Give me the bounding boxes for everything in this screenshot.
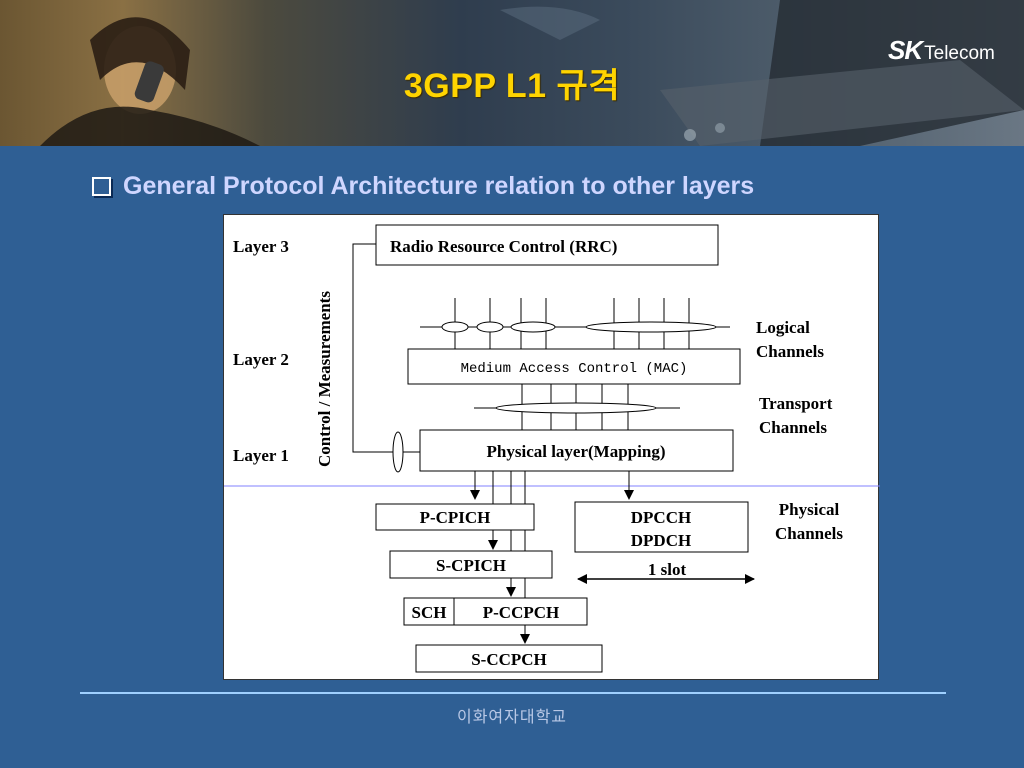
rrc-label: Radio Resource Control (RRC) (390, 237, 617, 256)
physical-label-2: Channels (775, 524, 843, 543)
scpich-label: S-CPICH (436, 556, 506, 575)
footer-divider (80, 692, 946, 694)
transport-label-1: Transport (759, 394, 833, 413)
logical-label-2: Channels (756, 342, 824, 361)
slide-subtitle: General Protocol Architecture relation t… (92, 172, 754, 201)
logical-label-1: Logical (756, 318, 810, 337)
dpcch-dpdch-box (574, 501, 749, 553)
physical-label-1: Physical (779, 500, 840, 519)
pcpich-box (375, 503, 535, 531)
transport-channels (474, 384, 680, 430)
logical-channels (420, 298, 730, 349)
physical-channel-flow (470, 471, 634, 644)
dpcch-label: DPCCH (631, 508, 691, 527)
architecture-diagram: Layer 3 Layer 2 Layer 1 Control / Measur… (223, 214, 880, 680)
banner-photo (40, 0, 1024, 146)
sccpch-box (415, 644, 603, 673)
logo-sk: SK (888, 35, 923, 65)
slide-title: 3GPP L1 규격 (403, 67, 621, 105)
layer1-label: Layer 1 (233, 446, 289, 465)
checkbox-bullet-icon (92, 177, 111, 196)
mac-label: Medium Access Control (MAC) (461, 361, 688, 377)
rrc-box (375, 224, 719, 266)
scpich-box (389, 550, 553, 579)
mac-box (407, 348, 741, 385)
sch-pccpch-box (403, 597, 588, 626)
footer-university: 이화여자대학교 (456, 709, 568, 726)
header-banner: 3GPP L1 규격 SK Telecom (0, 0, 1024, 146)
subtitle-text: General Protocol Architecture relation t… (123, 172, 755, 200)
transport-label-2: Channels (759, 418, 827, 437)
phy-box (419, 429, 734, 472)
pccpch-label: P-CCPCH (483, 603, 559, 622)
phy-label: Physical layer(Mapping) (487, 442, 666, 461)
diagram-canvas: Layer 3 Layer 2 Layer 1 Control / Measur… (224, 224, 880, 673)
layer3-label: Layer 3 (233, 237, 289, 256)
sccpch-label: S-CCPCH (471, 650, 547, 669)
layer2-label: Layer 2 (233, 350, 289, 369)
pcpich-label: P-CPICH (420, 508, 491, 527)
logo-telecom: Telecom (924, 43, 995, 64)
dpdch-label: DPDCH (631, 531, 691, 550)
sch-label: SCH (412, 603, 447, 622)
control-measurements-label: Control / Measurements (315, 291, 334, 467)
control-connector (352, 243, 420, 473)
sk-telecom-logo: SK Telecom (888, 35, 995, 65)
slot-label: 1 slot (648, 560, 687, 579)
